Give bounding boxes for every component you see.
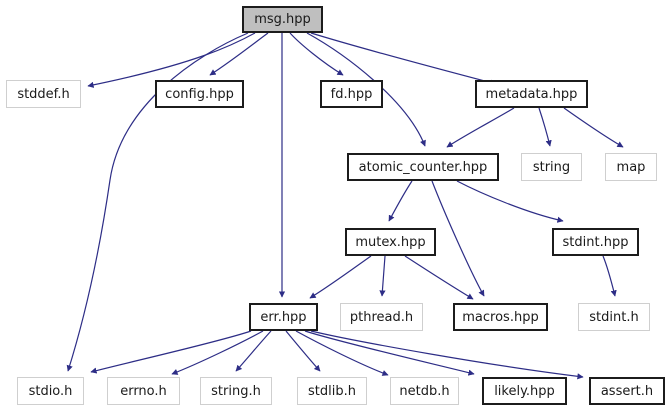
graph-node-pthread[interactable]: pthread.h	[340, 303, 423, 331]
graph-node-label: config.hpp	[165, 86, 234, 102]
graph-node-err[interactable]: err.hpp	[249, 303, 318, 331]
graph-node-assert[interactable]: assert.h	[589, 377, 665, 405]
graph-node-atomic_counter[interactable]: atomic_counter.hpp	[347, 153, 499, 181]
graph-node-msg[interactable]: msg.hpp	[242, 6, 323, 33]
graph-node-stdio[interactable]: stdio.h	[17, 377, 84, 405]
graph-node-label: stdlib.h	[308, 383, 356, 399]
graph-node-label: fd.hpp	[330, 86, 373, 102]
graph-node-label: likely.hpp	[494, 383, 555, 399]
graph-node-stdint_hpp[interactable]: stdint.hpp	[552, 228, 639, 256]
graph-node-label: string.h	[211, 383, 261, 399]
graph-node-netdb[interactable]: netdb.h	[390, 377, 459, 405]
graph-node-label: stddef.h	[17, 86, 70, 102]
graph-node-label: map	[616, 159, 646, 175]
graph-node-label: mutex.hpp	[355, 234, 426, 250]
graph-node-label: string	[532, 159, 571, 175]
graph-node-label: stdio.h	[28, 383, 73, 399]
graph-node-map[interactable]: map	[605, 153, 657, 181]
graph-node-label: errno.h	[120, 383, 167, 399]
graph-node-mutex[interactable]: mutex.hpp	[345, 228, 436, 256]
graph-node-likely[interactable]: likely.hpp	[482, 377, 567, 405]
graph-node-label: stdint.h	[589, 309, 639, 325]
graph-node-macros[interactable]: macros.hpp	[453, 303, 548, 331]
graph-node-label: pthread.h	[349, 309, 414, 325]
graph-node-label: netdb.h	[399, 383, 450, 399]
graph-node-label: stdint.hpp	[562, 234, 629, 250]
graph-node-label: macros.hpp	[462, 309, 539, 325]
graph-node-label: assert.h	[600, 383, 654, 399]
graph-node-string[interactable]: string	[521, 153, 582, 181]
graph-node-label: err.hpp	[260, 309, 307, 325]
graph-node-stdint_h[interactable]: stdint.h	[578, 303, 650, 331]
graph-node-string_h[interactable]: string.h	[200, 377, 272, 405]
graph-node-label: atomic_counter.hpp	[358, 159, 488, 175]
graph-node-fd[interactable]: fd.hpp	[320, 80, 383, 108]
graph-node-label: msg.hpp	[254, 12, 311, 27]
graph-node-stddef[interactable]: stddef.h	[6, 80, 81, 108]
graph-node-metadata[interactable]: metadata.hpp	[475, 80, 588, 108]
graph-node-stdlib[interactable]: stdlib.h	[297, 377, 367, 405]
graph-node-config[interactable]: config.hpp	[155, 80, 244, 108]
graph-node-errno[interactable]: errno.h	[107, 377, 180, 405]
graph-node-label: metadata.hpp	[485, 86, 578, 102]
